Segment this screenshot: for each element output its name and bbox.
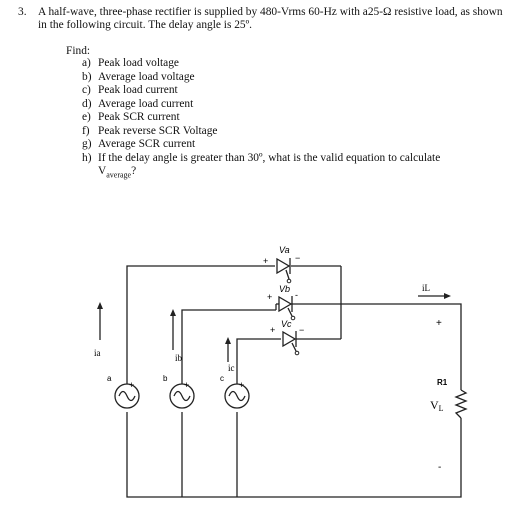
sine-a-icon: [118, 390, 136, 402]
resistor-label: R1: [437, 378, 448, 387]
v-average-term: Vaverage?: [98, 165, 137, 180]
scr-a-minus: −: [295, 253, 300, 263]
current-ia-label: ia: [94, 348, 101, 358]
scr-a-label: Va: [279, 245, 290, 255]
question-item-text: Peak reverse SCR Voltage: [98, 124, 218, 137]
scr-b-icon: [278, 295, 293, 313]
question-item-text: Average load current: [98, 97, 194, 110]
scr-a-icon: [276, 257, 291, 275]
source-c-plus: +: [239, 380, 244, 390]
scr-c-icon: [282, 330, 297, 348]
scr-b-plus: +: [267, 292, 272, 302]
question-item: a) Peak load voltage: [82, 57, 502, 71]
question-item: h) If the delay angle is greater than 30º…: [82, 152, 502, 182]
question-item-text: Peak load voltage: [98, 57, 179, 69]
load-current-label: iL: [422, 283, 430, 293]
source-a-label: a: [107, 374, 112, 383]
question-item-text: Peak load current: [98, 84, 178, 96]
wire-phase-b: [181, 309, 276, 380]
question-item-label: g): [82, 138, 92, 150]
scr-b-label: Vb: [279, 284, 290, 294]
question-item-text: Average load voltage: [98, 70, 195, 83]
question-item-label: d): [82, 97, 92, 110]
scr-a-plus: +: [263, 256, 268, 266]
load-voltage-label: VL: [430, 398, 444, 413]
question-item-label: c): [82, 84, 91, 96]
resistor-r1-icon: [454, 389, 468, 419]
source-b-plus: +: [184, 380, 189, 390]
problem-number: 3.: [18, 6, 27, 18]
problem-text: A half-wave, three-phase rectifier is su…: [38, 6, 503, 31]
wire-output: [341, 303, 462, 390]
scr-c-minus: −: [299, 325, 304, 335]
source-c-label: c: [220, 374, 224, 383]
question-item-label: b): [82, 70, 92, 83]
question-item: b) Average load voltage: [82, 71, 502, 85]
wire-phase-c: [236, 338, 281, 380]
question-item: g) Average SCR current: [82, 138, 502, 152]
wire-phase-a: [126, 265, 275, 380]
question-item: f) Peak reverse SCR Voltage: [82, 125, 502, 139]
question-item-label: e): [82, 111, 91, 123]
question-item: d) Average load current: [82, 98, 502, 112]
question-item-text: If the delay angle is greater than 30º, …: [98, 151, 441, 164]
question-item: e) Peak SCR current: [82, 111, 502, 125]
load-minus: -: [438, 462, 441, 473]
question-item: c) Peak load current: [82, 84, 502, 98]
question-list: a) Peak load voltage b) Average load voltag…: [82, 57, 502, 182]
scr-c-plus: +: [270, 325, 275, 335]
current-ib-label: ib: [175, 353, 183, 363]
current-ic-label: ic: [228, 363, 235, 373]
wire-return: [126, 412, 462, 498]
question-item-label: f): [82, 124, 90, 137]
scr-b-minus: -: [295, 290, 298, 300]
find-label: Find:: [66, 45, 91, 57]
load-plus: +: [436, 318, 442, 329]
source-b-label: b: [163, 374, 168, 383]
sine-b-icon: [173, 390, 191, 402]
question-item-label: h): [82, 151, 92, 164]
question-item-text: Peak SCR current: [98, 111, 180, 123]
source-a-plus: +: [129, 380, 134, 390]
sine-c-icon: [228, 390, 246, 402]
question-item-text: Average SCR current: [98, 138, 196, 150]
scr-c-label: Vc: [281, 319, 292, 329]
question-item-label: a): [82, 57, 91, 69]
